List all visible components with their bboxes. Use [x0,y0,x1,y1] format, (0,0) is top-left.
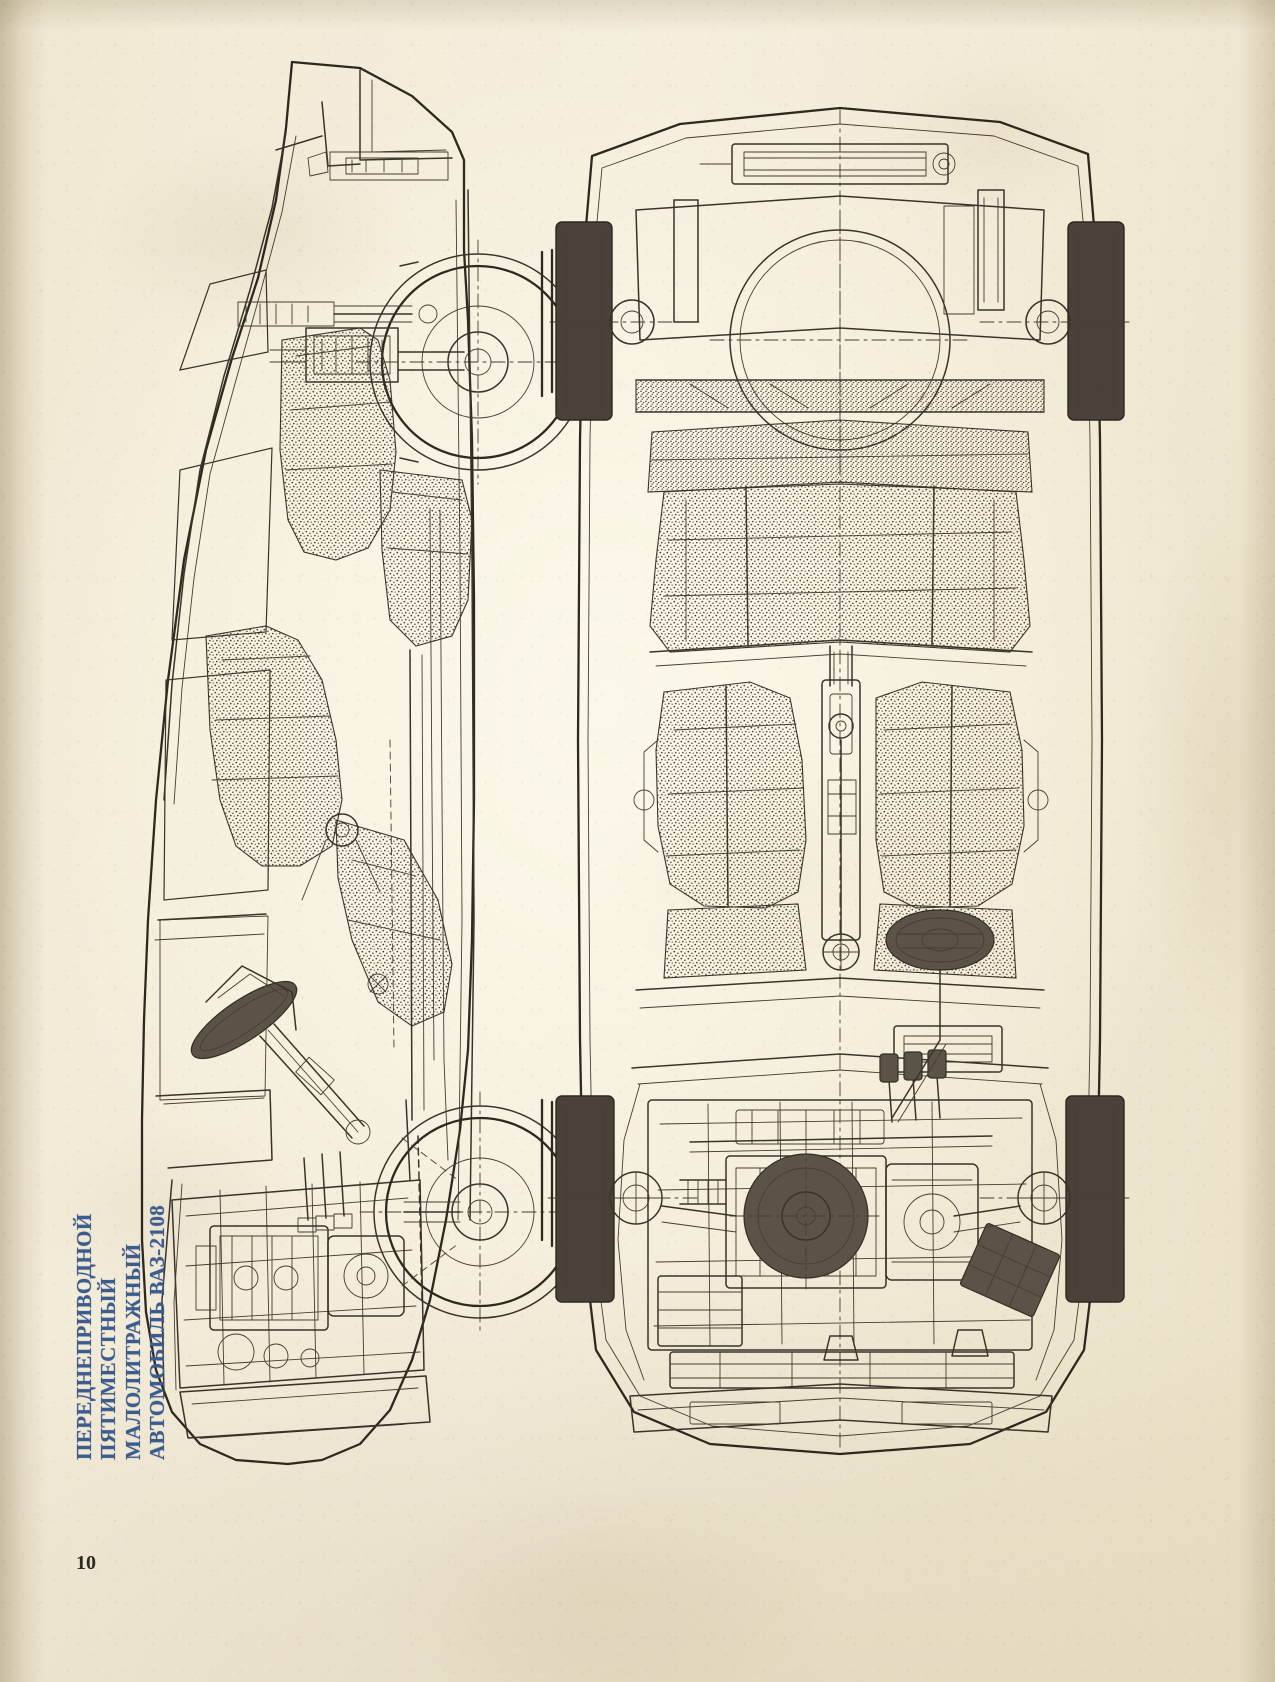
plan-view-svg [547,106,1135,1456]
plan-view-cutaway-figure [540,40,1140,1490]
page-number: 10 [76,1552,96,1574]
side-view-svg [140,60,580,1466]
page-gutter-shadow [0,0,46,1682]
caption-line-3: МАЛОЛИТРАЖНЫЙ [120,1243,145,1460]
caption-line-2: ПЯТИМЕСТНЫЙ [96,1277,121,1460]
page-right-edge-shadow [1239,0,1275,1682]
figure-caption: ПЕРЕДНЕПРИВОДНОЙ ПЯТИМЕСТНЫЙ МАЛОЛИТРАЖН… [72,1100,204,1460]
caption-line-4: АВТОМОБИЛЬ ВАЗ-2108 [145,1204,170,1460]
caption-line-1: ПЕРЕДНЕПРИВОДНОЙ [72,1213,96,1460]
side-view-cutaway-figure [60,40,580,1480]
page-top-edge-shadow [0,0,1275,30]
